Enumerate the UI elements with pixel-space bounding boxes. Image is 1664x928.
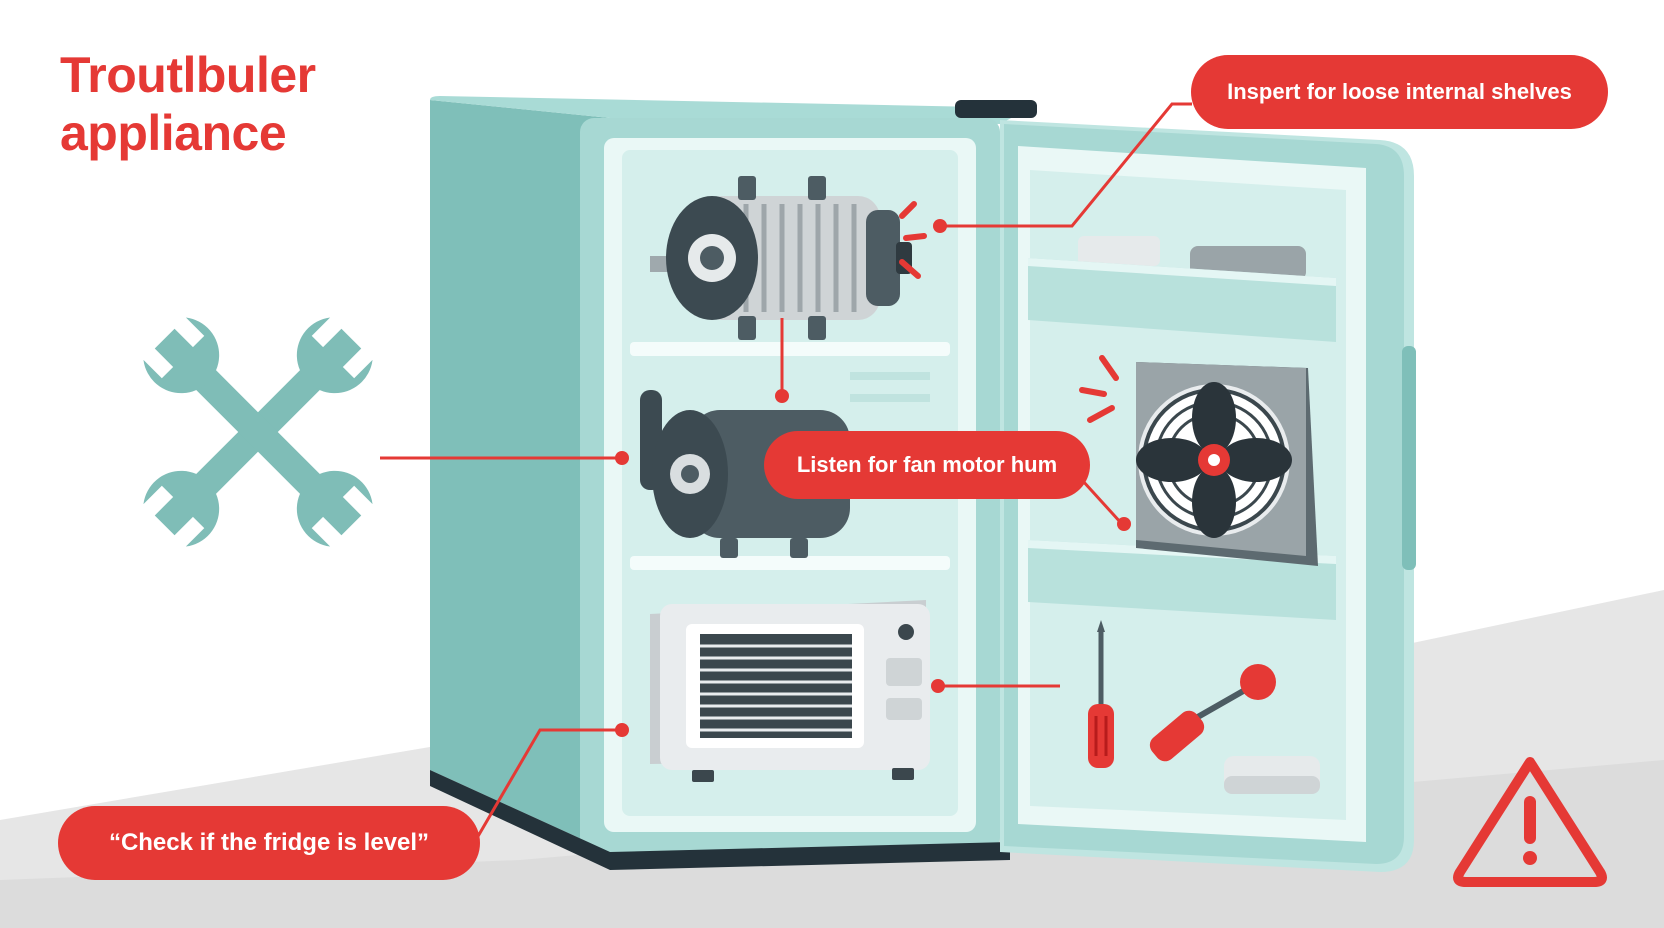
fan-icon	[1136, 362, 1318, 566]
compressor-icon	[650, 600, 930, 782]
warning-triangle-icon	[1453, 757, 1607, 887]
noise-marks-fan	[1079, 355, 1119, 423]
screwdriver-icon	[1149, 664, 1320, 794]
callout-fan-motor-hum: Listen for fan motor hum	[764, 431, 1090, 499]
callout-dots	[615, 219, 1131, 737]
crossed-wrenches-icon	[143, 317, 373, 547]
noise-marks-top	[899, 201, 927, 279]
page-title: Troutlbuler appliance	[60, 46, 316, 162]
page-title-line-2: appliance	[60, 105, 287, 161]
callout-inspect-shelves: Inspert for loose internal shelves	[1191, 55, 1608, 129]
page-title-line-1: Troutlbuler	[60, 47, 316, 103]
motor-icon	[650, 176, 912, 340]
screwdriver-icon	[1088, 620, 1114, 768]
callout-check-level: “Check if the fridge is level”	[58, 806, 480, 880]
callout-connectors	[380, 102, 1192, 851]
